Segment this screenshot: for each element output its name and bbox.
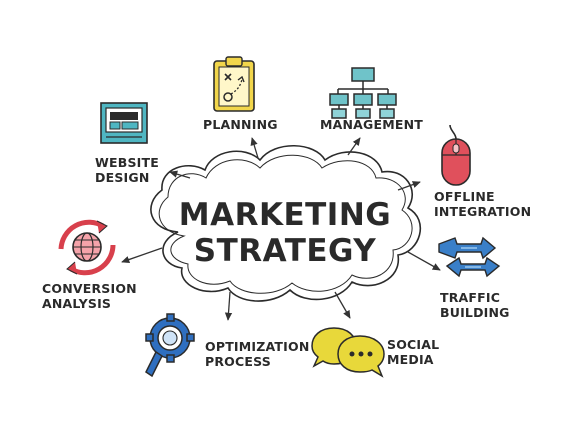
center-title-line1: MARKETING xyxy=(178,197,392,233)
label-offline-integration-line1: OFFLINE xyxy=(434,189,495,204)
globe-cycle-icon xyxy=(58,219,116,276)
label-traffic-building-line2: BUILDING xyxy=(440,305,510,320)
org-chart-icon xyxy=(329,67,397,119)
chat-bubbles-icon xyxy=(311,327,385,378)
cloud-shape xyxy=(150,144,421,302)
connectors xyxy=(121,137,441,321)
label-website-design: WEBSITE DESIGN xyxy=(95,155,159,185)
connector-offline-integration xyxy=(397,181,421,191)
clipboard-icon xyxy=(213,56,255,112)
connector-traffic-building xyxy=(407,251,441,271)
label-planning: PLANNING xyxy=(203,117,278,132)
arrows-icon xyxy=(438,236,501,278)
monitor-icon xyxy=(100,102,148,144)
center-title-line2: STRATEGY xyxy=(193,233,377,269)
label-optimization-process-line1: OPTIMIZATION xyxy=(205,339,310,354)
connector-website-design xyxy=(169,170,191,179)
label-website-design-line2: DESIGN xyxy=(95,170,150,185)
connector-planning xyxy=(250,137,259,159)
connector-management xyxy=(347,137,361,156)
label-offline-integration-line2: INTEGRATION xyxy=(434,204,532,219)
label-traffic-building: TRAFFIC BUILDING xyxy=(440,290,510,320)
magnifier-gear-icon xyxy=(145,313,195,378)
mouse-icon xyxy=(441,124,471,186)
connector-social-media xyxy=(334,291,351,319)
label-conversion-analysis: CONVERSION ANALYSIS xyxy=(42,281,137,311)
connector-conversion-analysis xyxy=(121,247,163,264)
label-conversion-analysis-line2: ANALYSIS xyxy=(42,296,112,311)
label-management: MANAGEMENT xyxy=(320,117,423,132)
label-conversion-analysis-line1: CONVERSION xyxy=(42,281,137,296)
label-social-media-line2: MEDIA xyxy=(387,352,434,367)
label-optimization-process-line2: PROCESS xyxy=(205,354,271,369)
label-management-line1: MANAGEMENT xyxy=(320,117,424,132)
label-optimization-process: OPTIMIZATION PROCESS xyxy=(205,339,310,369)
label-planning-line1: PLANNING xyxy=(203,117,278,132)
connector-optimization-process xyxy=(224,291,233,321)
label-social-media: SOCIAL MEDIA xyxy=(387,337,439,367)
label-website-design-line1: WEBSITE xyxy=(95,155,159,170)
label-offline-integration: OFFLINE INTEGRATION xyxy=(434,189,531,219)
label-social-media-line1: SOCIAL xyxy=(387,337,440,352)
label-traffic-building-line1: TRAFFIC xyxy=(440,290,501,305)
